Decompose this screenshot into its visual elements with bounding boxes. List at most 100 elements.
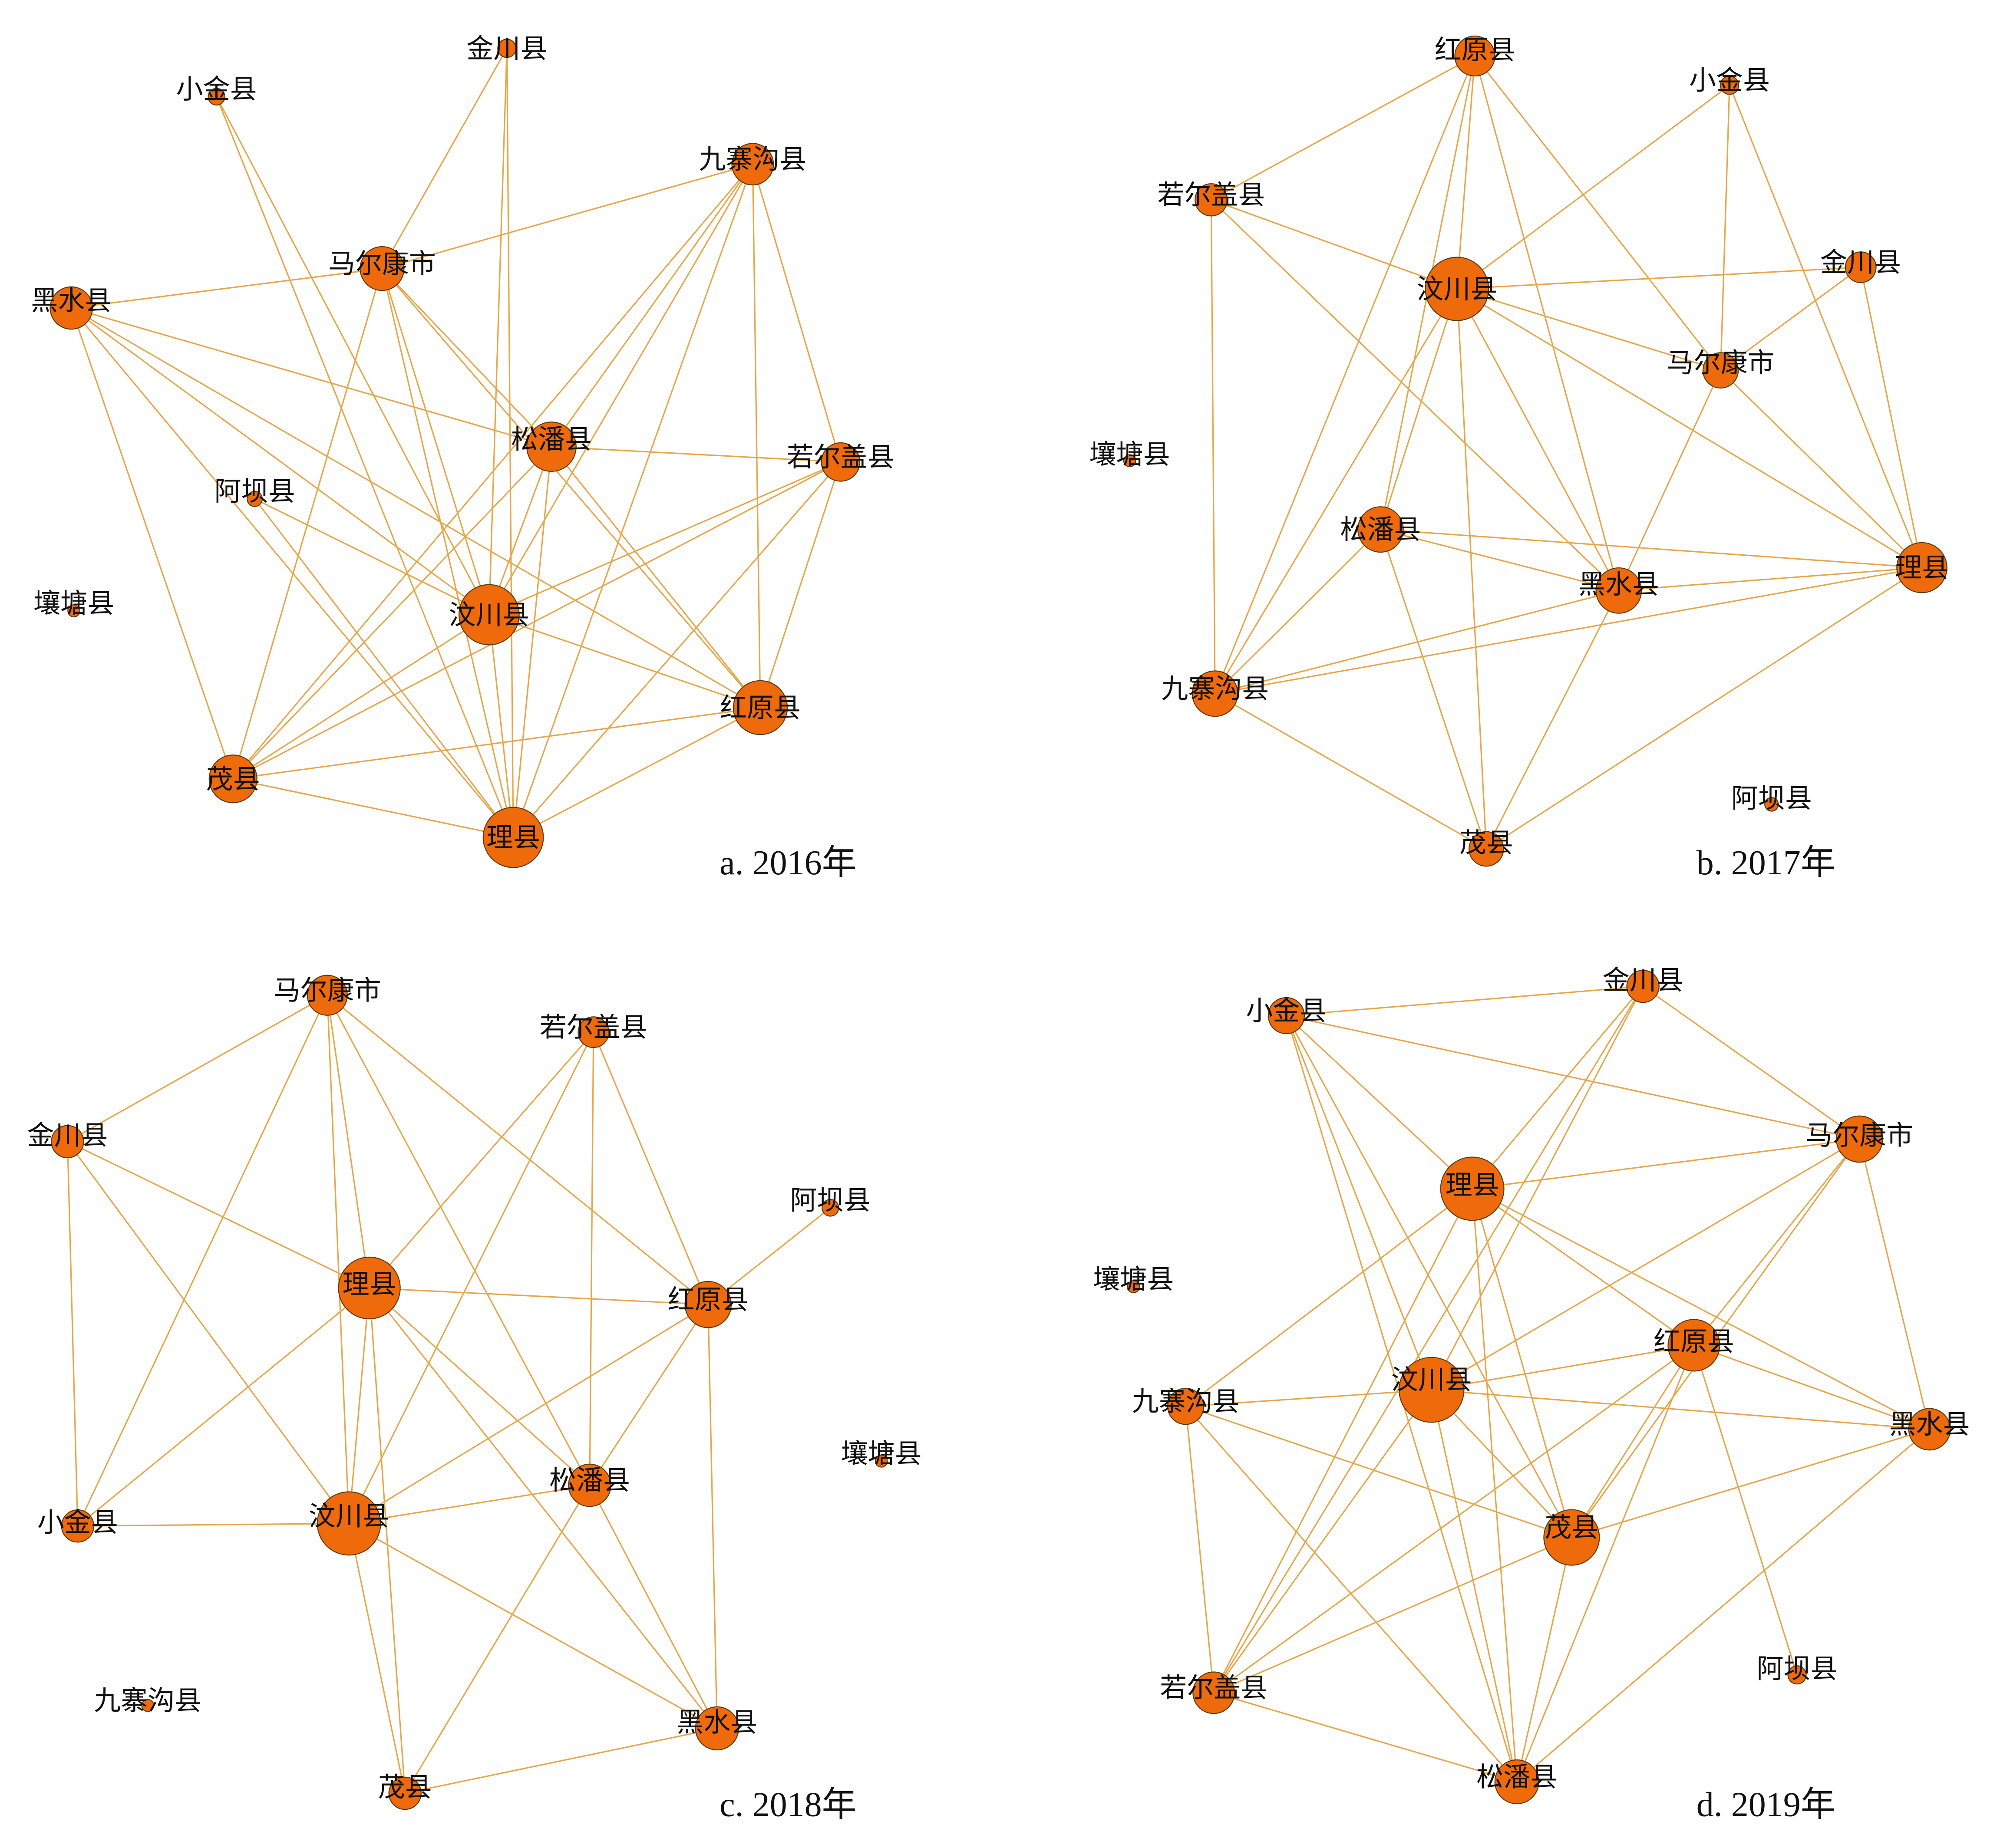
- node-黑水县[interactable]: [695, 1706, 739, 1751]
- node-马尔康市[interactable]: [360, 246, 405, 291]
- node-九寨沟县[interactable]: [1192, 670, 1238, 717]
- node-九寨沟县[interactable]: [1167, 1387, 1205, 1425]
- node-红原县[interactable]: [684, 1281, 732, 1328]
- node-理县[interactable]: [1896, 542, 1947, 593]
- edge-马尔康市-红原县: [327, 995, 709, 1305]
- edge-马尔康市-汶川县: [327, 995, 350, 1524]
- node-若尔盖县[interactable]: [1195, 183, 1228, 217]
- panel-caption: b. 2017年: [1697, 844, 1835, 882]
- node-金川县[interactable]: [1845, 251, 1877, 283]
- edge-金川县-理县: [1472, 986, 1644, 1189]
- node-金川县[interactable]: [497, 39, 517, 58]
- node-汶川县[interactable]: [1398, 1357, 1465, 1423]
- edge-阿坝县-汶川县: [254, 498, 489, 616]
- edge-松潘县-若尔盖县: [551, 446, 841, 463]
- edge-九寨沟县-汶川县: [488, 164, 753, 615]
- node-label-壤塘县: 壤塘县: [1093, 1263, 1174, 1295]
- node-红原县[interactable]: [1667, 1319, 1720, 1372]
- edge-理县-茂县: [1472, 1188, 1572, 1538]
- edge-马尔康市-小金县: [77, 995, 328, 1526]
- node-壤塘县[interactable]: [1123, 454, 1136, 468]
- edge-红原县-若尔盖县: [1213, 1344, 1694, 1693]
- node-茂县[interactable]: [1543, 1509, 1600, 1566]
- node-小金县[interactable]: [1720, 76, 1740, 95]
- node-马尔康市[interactable]: [307, 975, 348, 1016]
- node-茂县[interactable]: [1468, 831, 1504, 867]
- node-阿坝县[interactable]: [1787, 1665, 1807, 1685]
- node-小金县[interactable]: [61, 1509, 95, 1543]
- edge-layer: [1185, 985, 1931, 1783]
- node-九寨沟县[interactable]: [141, 1699, 155, 1712]
- edge-松潘县-理县: [1380, 529, 1922, 569]
- node-红原县[interactable]: [1454, 35, 1495, 77]
- node-马尔康市[interactable]: [1835, 1115, 1883, 1163]
- node-若尔盖县[interactable]: [578, 1016, 610, 1048]
- edge-小金县-汶川县: [77, 1522, 349, 1527]
- node-小金县[interactable]: [208, 88, 225, 106]
- node-金川县[interactable]: [51, 1125, 84, 1159]
- node-若尔盖县[interactable]: [821, 442, 861, 482]
- edge-马尔康市-汶川县: [1431, 1138, 1860, 1390]
- node-汶川县[interactable]: [317, 1491, 381, 1556]
- node-label-小金县: 小金县: [37, 1506, 118, 1538]
- edge-黑水县-松潘县: [1516, 1429, 1930, 1782]
- node-茂县[interactable]: [208, 754, 257, 804]
- node-label-理县: 理县: [486, 822, 540, 853]
- edge-红原县-汶川县: [348, 1304, 709, 1524]
- edge-若尔盖县-茂县: [233, 461, 841, 780]
- edge-汶川县-松潘县: [349, 1484, 590, 1524]
- node-壤塘县[interactable]: [1127, 1280, 1140, 1294]
- node-壤塘县[interactable]: [875, 1454, 888, 1468]
- node-壤塘县[interactable]: [67, 604, 81, 618]
- node-理县[interactable]: [338, 1256, 401, 1320]
- edge-红原县-汶川县: [1431, 1344, 1694, 1391]
- edge-理县-红原县: [1472, 1188, 1694, 1346]
- edge-马尔康市-松潘县: [381, 268, 552, 448]
- edge-茂县-若尔盖县: [1213, 1537, 1572, 1693]
- node-汶川县[interactable]: [458, 584, 520, 646]
- node-小金县[interactable]: [1268, 997, 1305, 1034]
- node-黑水县[interactable]: [1595, 567, 1642, 614]
- panel-caption: a. 2016年: [720, 844, 857, 882]
- node-松潘县[interactable]: [1494, 1759, 1539, 1805]
- edge-红原县-马尔康市: [1474, 56, 1721, 371]
- node-红原县[interactable]: [733, 680, 788, 735]
- node-九寨沟县[interactable]: [731, 143, 774, 186]
- node-汶川县[interactable]: [1425, 257, 1489, 321]
- edge-理县-若尔盖县: [1213, 1188, 1473, 1693]
- edge-松潘县-黑水县: [589, 1485, 718, 1729]
- node-金川县[interactable]: [1626, 969, 1660, 1003]
- node-茂县[interactable]: [388, 1776, 422, 1810]
- node-松潘县[interactable]: [526, 422, 577, 472]
- edge-九寨沟县-松潘县: [1185, 1406, 1518, 1782]
- node-马尔康市[interactable]: [1702, 352, 1739, 389]
- node-松潘县[interactable]: [568, 1463, 611, 1507]
- node-黑水县[interactable]: [50, 286, 93, 330]
- edge-九寨沟县-汶川县: [1185, 1389, 1432, 1407]
- edge-松潘县-理县: [512, 446, 552, 838]
- node-阿坝县[interactable]: [247, 491, 263, 507]
- node-阿坝县[interactable]: [822, 1199, 839, 1217]
- edge-若尔盖县-黑水县: [1211, 199, 1619, 591]
- edge-九寨沟县-理县: [512, 164, 753, 838]
- edge-汶川县-茂县: [348, 1523, 406, 1794]
- node-松潘县[interactable]: [1357, 506, 1404, 553]
- edge-黑水县-汶川县: [71, 307, 490, 616]
- edge-理县-茂县: [368, 1288, 406, 1794]
- edge-小金县-理县: [1286, 1015, 1473, 1189]
- node-理县[interactable]: [1440, 1156, 1505, 1221]
- node-理县[interactable]: [482, 807, 544, 868]
- edge-松潘县-九寨沟县: [1214, 529, 1381, 694]
- edge-小金县-马尔康市: [1720, 85, 1730, 371]
- edge-金川县-马尔康市: [1642, 985, 1860, 1140]
- edge-理县-小金县: [77, 1287, 370, 1527]
- node-黑水县[interactable]: [1908, 1408, 1951, 1451]
- node-若尔盖县[interactable]: [1192, 1671, 1235, 1714]
- node-阿坝县[interactable]: [1764, 797, 1779, 812]
- edge-红原县-茂县: [233, 707, 761, 780]
- edge-小金县-茂县: [1285, 1015, 1572, 1538]
- edge-九寨沟县-松潘县: [551, 164, 753, 447]
- edge-茂县-理县: [233, 778, 514, 838]
- node-layer: [51, 975, 888, 1810]
